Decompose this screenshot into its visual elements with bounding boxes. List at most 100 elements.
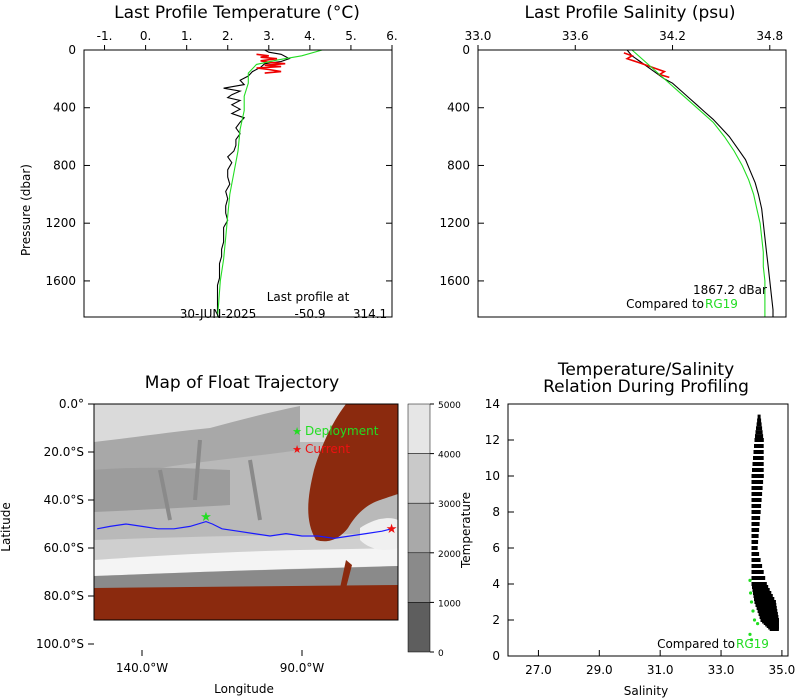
ts-ylabel: Temperature: [459, 492, 473, 569]
map-axes-frame: [93, 403, 399, 621]
ts-xtick-label: 31.0: [647, 663, 674, 677]
trajectory-path: [97, 520, 392, 540]
map-ytick-label: 20.0°S: [44, 445, 84, 459]
temperature-title: Last Profile Temperature (°C): [114, 3, 360, 23]
colorbar-tick-label: 1000: [438, 599, 461, 609]
salinity-ytick-label: 1200: [439, 216, 470, 230]
ts-ytick-label: 12: [485, 433, 500, 447]
ts-climatology-point: [749, 591, 753, 595]
temperature-climatology-line: [216, 49, 323, 318]
ts-climatology-point: [751, 609, 755, 613]
ts-xtick-label: 29.0: [586, 663, 613, 677]
last-profile-label: Last profile at: [267, 290, 350, 304]
ts-subtitle: Relation During Profiling: [543, 377, 749, 397]
temperature-series: [216, 49, 323, 318]
current-star-icon: ★: [386, 522, 398, 537]
land-mass: [94, 404, 398, 620]
ts-xtick-label: 27.0: [525, 663, 552, 677]
last-profile-lat: -50.9: [294, 307, 325, 321]
temperature-xtick-label: 0.: [140, 29, 151, 43]
ts-ytick-label: 6: [492, 541, 500, 555]
salinity-series: [623, 49, 774, 317]
salinity-float-line: [626, 49, 774, 317]
map-ytick-label: 80.0°S: [44, 589, 84, 603]
salinity-ytick-label: 400: [447, 101, 470, 115]
temperature-axes-frame: [83, 49, 393, 318]
ts-climatology-name: RG19: [736, 637, 769, 651]
salinity-climatology-name: RG19: [705, 297, 738, 311]
ts-xlabel: Salinity: [624, 684, 668, 698]
colorbar-tick-label: 4000: [438, 451, 461, 461]
temperature-xtick-label: 5.: [345, 29, 356, 43]
salinity-axes-frame: [477, 49, 787, 318]
ts-ticks: 27.0 29.0 31.0 33.0 35.0 0 2 4 6 8 10 12 14: [485, 397, 796, 677]
temperature-xtick-label: 1.: [181, 29, 192, 43]
ts-scatter-points: [748, 414, 779, 642]
colorbar-tick-label: 2000: [438, 550, 461, 560]
temperature-ytick-label: 400: [53, 101, 76, 115]
map-ylabel: Latitude: [0, 502, 13, 551]
ts-ytick-label: 0: [492, 649, 500, 663]
colorbar-segment: [407, 403, 431, 454]
colorbar-segment: [407, 602, 431, 653]
colorbar-tick-label: 5000: [438, 401, 461, 411]
temperature-spikes-line: [256, 53, 286, 74]
map-xlabel: Longitude: [214, 682, 274, 696]
ts-climatology-point: [749, 638, 754, 642]
salinity-ytick-label: 1600: [439, 274, 470, 288]
ts-climatology-point: [749, 600, 754, 604]
ts-compared-label: Compared to: [657, 637, 735, 651]
ts-ytick-label: 14: [485, 397, 500, 411]
ts-xtick-label: 35.0: [769, 663, 796, 677]
ts-ytick-label: 10: [485, 469, 500, 483]
ts-ytick-label: 2: [492, 613, 500, 627]
depth-colorbar: 5000 4000 3000 2000 1000 0: [407, 401, 461, 659]
salinity-xtick-label: 33.6: [562, 29, 589, 43]
temperature-ylabel: Pressure (dbar): [19, 164, 33, 256]
temperature-ytick-label: 1600: [45, 274, 76, 288]
deployment-star-icon: ★: [200, 510, 212, 525]
ts-climatology-point: [752, 618, 757, 622]
salinity-compared-label: Compared to: [626, 297, 704, 311]
temperature-ytick-label: 1200: [45, 216, 76, 230]
current-legend-label: Current: [305, 442, 350, 456]
salinity-ytick-label: 800: [447, 158, 470, 172]
salinity-xtick-label: 34.8: [756, 29, 783, 43]
ts-climatology-point: [748, 632, 752, 637]
map-ytick-label: 40.0°S: [44, 493, 84, 507]
ts-climatology-point: [756, 622, 760, 626]
salinity-title: Last Profile Salinity (psu): [524, 3, 735, 23]
ts-ytick-label: 4: [492, 577, 500, 591]
temperature-xtick-label: 3.: [263, 29, 274, 43]
colorbar-tick-label: 3000: [438, 500, 461, 510]
map-xtick-label: 140.0°W: [116, 661, 168, 675]
map-ytick-label: 0.0°: [59, 397, 84, 411]
salinity-ticks: 33.0 33.6 34.2 34.8 0 400 800 1200 1600: [439, 29, 786, 288]
map-ytick-label: 60.0°S: [44, 541, 84, 555]
salinity-spikes-line: [623, 52, 670, 79]
ts-diagram-panel: Temperature/Salinity Relation During Pro…: [459, 360, 795, 698]
ts-ytick-label: 8: [492, 505, 500, 519]
temperature-float-line: [216, 49, 291, 316]
salinity-xtick-label: 33.0: [465, 29, 492, 43]
deployment-legend-label: Deployment: [305, 424, 379, 438]
ts-xtick-label: 33.0: [708, 663, 735, 677]
ts-axes-frame: [507, 403, 789, 657]
deployment-legend-star-icon: ★: [292, 425, 302, 438]
trajectory-map-panel: Map of Float Trajectory Latitude Longitu…: [0, 373, 461, 696]
salinity-profile-panel: Last Profile Salinity (psu) 33.0 33.6 34.2…: [439, 3, 787, 318]
colorbar-tick-label: 0: [438, 649, 444, 659]
colorbar-segment: [407, 502, 431, 554]
temperature-xtick-label: 2.: [222, 29, 233, 43]
salinity-xtick-label: 34.2: [659, 29, 686, 43]
map-xtick-label: 90.0°W: [280, 661, 325, 675]
map-ytick-label: 100.0°S: [36, 637, 84, 651]
ts-title: Temperature/Salinity: [557, 360, 734, 380]
temperature-xtick-label: 6.: [386, 29, 397, 43]
salinity-ytick-label: 0: [462, 43, 470, 57]
trajectory-markers: ★ ★ ★ ★: [200, 425, 397, 537]
last-profile-lon: 314.1: [353, 307, 387, 321]
map-title: Map of Float Trajectory: [145, 373, 339, 393]
current-legend-star-icon: ★: [292, 443, 302, 456]
